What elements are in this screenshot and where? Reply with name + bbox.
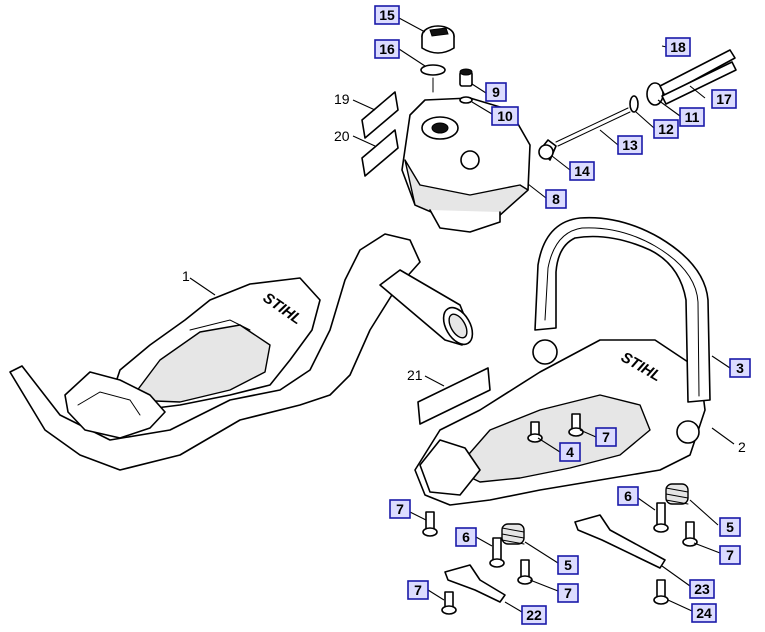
callout-20: 20 — [334, 128, 350, 144]
callout-6-a: 6 — [617, 486, 639, 506]
svg-text:13: 13 — [622, 137, 638, 153]
svg-text:4: 4 — [566, 444, 574, 460]
rear-handle-housing: STIHL — [9, 233, 474, 471]
callout-7-c: 7 — [719, 545, 741, 565]
callout-15: 15 — [374, 5, 400, 25]
svg-text:18: 18 — [670, 39, 686, 55]
svg-text:17: 17 — [716, 91, 732, 107]
spring-5a — [665, 483, 689, 505]
svg-text:22: 22 — [526, 607, 542, 623]
callout-7-b: 7 — [389, 499, 411, 519]
svg-text:15: 15 — [379, 7, 395, 23]
bracket-22 — [444, 564, 506, 603]
callout-7-a: 7 — [595, 427, 617, 447]
callout-5-b: 5 — [557, 555, 579, 575]
callout-11: 11 — [679, 107, 705, 127]
fuel-tank — [401, 97, 531, 233]
callout-10: 10 — [491, 106, 519, 126]
svg-text:16: 16 — [379, 41, 395, 57]
svg-text:24: 24 — [696, 605, 712, 621]
label-sticker-20 — [361, 129, 399, 177]
svg-text:10: 10 — [497, 108, 513, 124]
callout-3: 3 — [729, 358, 751, 378]
bracket-23 — [574, 514, 666, 569]
svg-text:3: 3 — [736, 360, 744, 376]
screw-7b — [422, 511, 438, 537]
callout-21: 21 — [407, 367, 423, 383]
svg-text:8: 8 — [552, 191, 560, 207]
callout-13: 13 — [617, 135, 643, 155]
screw-7d — [517, 559, 533, 585]
callout-18: 18 — [665, 37, 691, 57]
front-handle-housing: STIHL — [414, 339, 706, 506]
svg-text:9: 9 — [492, 84, 500, 100]
callout-4: 4 — [559, 442, 581, 462]
callout-7-d: 7 — [557, 583, 579, 603]
callout-23: 23 — [689, 579, 715, 599]
svg-text:6: 6 — [624, 488, 632, 504]
screw-6b — [489, 537, 505, 568]
callout-24: 24 — [691, 603, 717, 623]
callout-2: 2 — [738, 439, 746, 455]
screw-6a — [653, 502, 669, 533]
callout-1: 1 — [182, 268, 190, 284]
svg-text:7: 7 — [726, 547, 734, 563]
callout-9: 9 — [485, 82, 507, 102]
callout-14: 14 — [569, 161, 595, 181]
svg-text:23: 23 — [694, 581, 710, 597]
svg-text:11: 11 — [685, 109, 700, 125]
svg-text:7: 7 — [414, 582, 422, 598]
callout-5-a: 5 — [719, 517, 741, 537]
svg-text:5: 5 — [726, 519, 734, 535]
screw-24 — [653, 579, 669, 605]
screw-7c — [682, 521, 698, 547]
callout-19: 19 — [334, 91, 350, 107]
spring-5b — [501, 523, 525, 545]
svg-text:7: 7 — [602, 429, 610, 445]
callout-17: 17 — [711, 89, 737, 109]
screw-4 — [527, 421, 543, 443]
svg-text:5: 5 — [564, 557, 572, 573]
callout-8: 8 — [545, 189, 567, 209]
svg-text:6: 6 — [462, 529, 470, 545]
svg-text:12: 12 — [658, 121, 674, 137]
callout-6-b: 6 — [455, 527, 477, 547]
svg-text:7: 7 — [564, 585, 572, 601]
callout-16: 16 — [374, 39, 400, 59]
cap-seal-ring — [420, 64, 446, 93]
svg-text:14: 14 — [574, 163, 590, 179]
label-sticker-21 — [417, 367, 491, 425]
callout-12: 12 — [653, 119, 679, 139]
callout-22: 22 — [521, 605, 547, 625]
screw-7a — [568, 413, 584, 437]
label-sticker-19 — [361, 91, 399, 139]
screw-7e — [441, 591, 457, 615]
fuel-cap — [421, 25, 455, 54]
callout-7-e: 7 — [407, 580, 429, 600]
svg-text:7: 7 — [396, 501, 404, 517]
fuel-line-parts — [538, 49, 737, 161]
loop-handle — [534, 216, 711, 403]
tank-vent — [459, 68, 473, 104]
